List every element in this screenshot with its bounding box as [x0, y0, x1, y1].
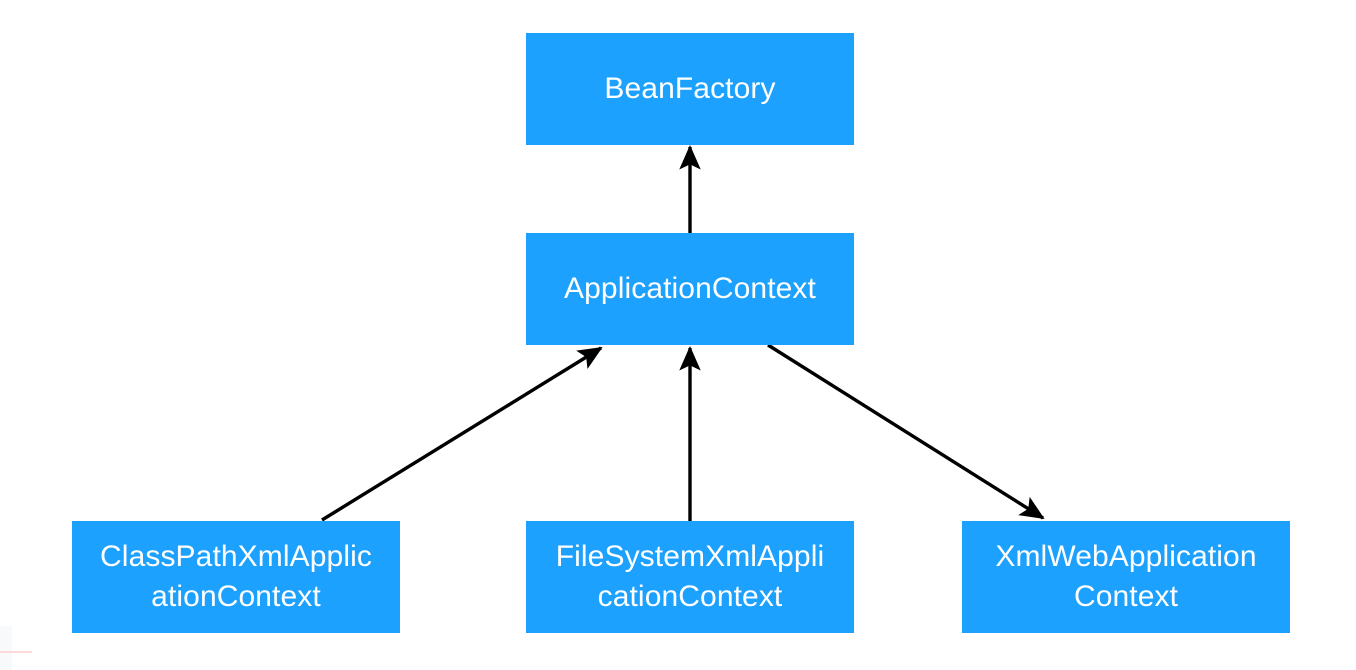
node-applicationcontext-label: ApplicationContext: [564, 272, 816, 305]
left-edge-rule: [0, 651, 32, 653]
connector-classpath-to-appcontext: [321, 346, 603, 522]
node-xmlwebapplicationcontext[interactable]: XmlWebApplication Context: [962, 521, 1290, 633]
left-edge-panel: [0, 626, 12, 670]
node-classpathxmlapplicationcontext-label: ClassPathXmlApplic ationContext: [100, 540, 372, 613]
node-xmlwebapplicationcontext-label: XmlWebApplication Context: [995, 540, 1257, 613]
node-filesystemxmlapplicationcontext[interactable]: FileSystemXmlAppli cationContext: [526, 521, 854, 633]
node-filesystemxmlapplicationcontext-label: FileSystemXmlAppli cationContext: [555, 540, 825, 613]
node-beanfactory-label: BeanFactory: [604, 72, 776, 105]
connector-appcontext-to-xmlweb: [767, 343, 1045, 520]
node-applicationcontext[interactable]: ApplicationContext: [526, 233, 854, 345]
node-beanfactory[interactable]: BeanFactory: [526, 33, 854, 145]
node-classpathxmlapplicationcontext[interactable]: ClassPathXmlApplic ationContext: [72, 521, 400, 633]
